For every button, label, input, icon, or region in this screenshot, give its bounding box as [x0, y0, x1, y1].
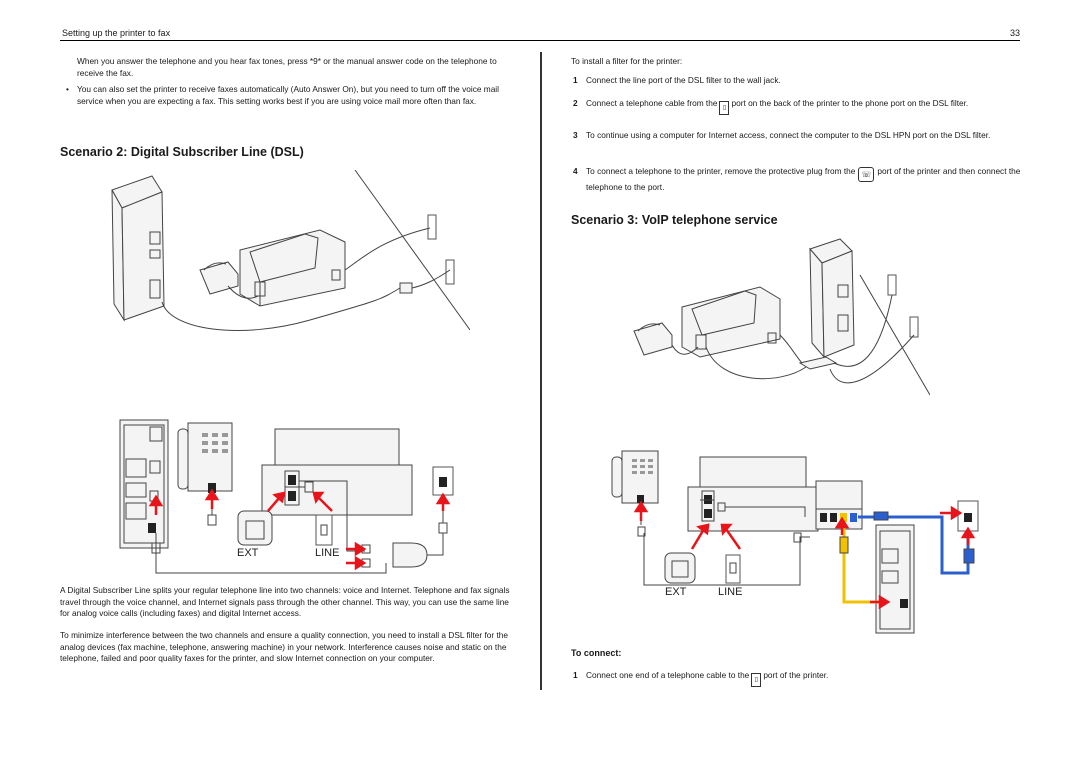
- step-number: 1: [573, 670, 578, 680]
- header-divider: [60, 40, 1020, 41]
- bullet-dot-icon: •: [66, 84, 69, 94]
- line-jack-symbol: [315, 514, 333, 546]
- ext-label: EXT: [237, 547, 259, 559]
- dsl-setup-illustration: [111, 170, 470, 331]
- step-text-b: port of the printer.: [763, 670, 829, 680]
- bullet-continuation: When you answer the telephone and you he…: [77, 56, 497, 78]
- voip-adapter-icon: [798, 356, 838, 370]
- step-text-a: To connect a telephone to the printer, r…: [586, 166, 856, 176]
- step-text-b: port on the back of the printer to the p…: [731, 98, 969, 108]
- to-connect-heading: To connect:: [571, 648, 622, 658]
- step-number: 3: [573, 130, 578, 140]
- bullet-item: • You can also set the printer to receiv…: [66, 84, 512, 107]
- step-2: 2 Connect a telephone cable from the▯por…: [573, 98, 1023, 122]
- step-number: 4: [573, 166, 578, 176]
- step-number: 1: [573, 75, 578, 85]
- bullet-text: You can also set the printer to receive …: [77, 84, 499, 106]
- dsl-paragraph-1: A Digital Subscriber Line splits your re…: [60, 585, 510, 618]
- step-text-a: Connect one end of a telephone cable to …: [586, 670, 750, 680]
- line-label: LINE: [315, 547, 339, 559]
- dsl-wiring-diagram: EXT LINE: [119, 419, 454, 574]
- step-number: 2: [573, 98, 578, 108]
- fax-port-icon: ▯: [751, 673, 762, 687]
- phone-port-icon: ☏: [858, 167, 875, 182]
- page-number: 33: [1009, 28, 1020, 38]
- step-3: 3 To continue using a computer for Inter…: [573, 130, 1023, 154]
- telephone-icon: [199, 261, 239, 295]
- line-jack-symbol: [725, 554, 741, 584]
- fax-port-icon: ▯: [719, 101, 730, 115]
- computer-tower-icon: [821, 250, 855, 358]
- column-divider: [540, 52, 542, 690]
- dsl-filter-icon: [392, 542, 428, 568]
- filter-intro: To install a filter for the printer:: [571, 56, 683, 66]
- step-text: To continue using a computer for Interne…: [586, 130, 991, 140]
- voip-setup-illustration: [633, 238, 930, 396]
- ext-phone-symbol: [664, 552, 696, 584]
- wall-jack-icon: [887, 274, 897, 296]
- dsl-filter-icon: [399, 282, 413, 294]
- wall-jack-icon: [427, 214, 437, 240]
- voip-wiring-diagram: EXT LINE: [611, 450, 979, 634]
- step-text-a: Connect a telephone cable from the: [586, 98, 718, 108]
- step-1: 1 Connect the line port of the DSL filte…: [573, 75, 1023, 87]
- step-4: 4 To connect a telephone to the printer,…: [573, 166, 1023, 192]
- step-text: Connect the line port of the DSL filter …: [586, 75, 781, 85]
- computer-icon: [119, 419, 169, 549]
- connect-step-1: 1 Connect one end of a telephone cable t…: [573, 670, 1023, 687]
- step-text-b: port of the printer and then connect the…: [586, 166, 1021, 192]
- section-heading-voip: Scenario 3: VoIP telephone service: [571, 213, 778, 227]
- ext-label: EXT: [665, 586, 687, 598]
- dsl-paragraph-2: To minimize interference between the two…: [60, 630, 508, 663]
- section-heading-dsl: Scenario 2: Digital Subscriber Line (DSL…: [60, 145, 304, 159]
- computer-tower-icon: [121, 191, 165, 321]
- line-label: LINE: [718, 586, 742, 598]
- running-header: Setting up the printer to fax: [62, 28, 171, 38]
- telephone-icon: [633, 322, 673, 356]
- ext-phone-symbol: [237, 510, 273, 546]
